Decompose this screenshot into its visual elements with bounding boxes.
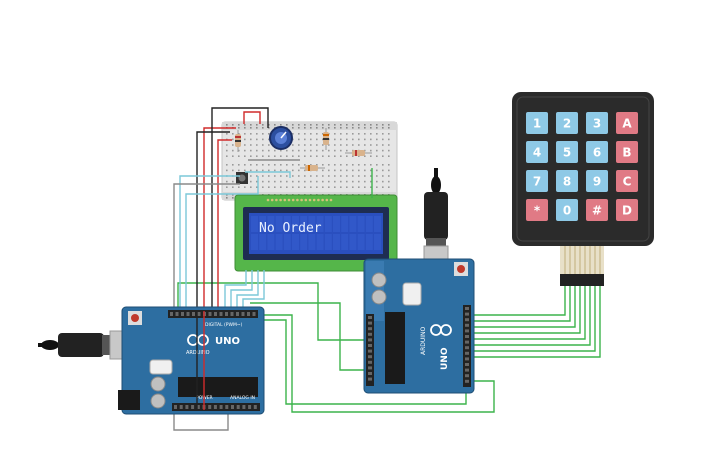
- keypad-keys: 1 2 3 A 4 5 6 B 7 8 9 C * 0 # D: [526, 112, 638, 221]
- keypad-key-label: 6: [593, 146, 601, 160]
- wire-green: [470, 286, 571, 322]
- keypad-key-C[interactable]: C: [616, 170, 638, 192]
- arduino-logo-right: [430, 324, 452, 336]
- keypad-key-label: 4: [533, 146, 541, 160]
- lcd-character-grid: [251, 216, 381, 250]
- resistor: [323, 128, 329, 150]
- wire-black: [211, 107, 269, 311]
- board-model-label-right: UNO: [440, 347, 450, 370]
- lcd-module: No Order: [234, 194, 398, 272]
- wire-red: [217, 139, 232, 311]
- keypad-key-9[interactable]: 9: [586, 170, 608, 192]
- wire-green: [470, 286, 576, 328]
- keypad-key-label: 8: [563, 175, 571, 189]
- keypad-key-label: 3: [593, 117, 601, 131]
- wire-cyan: [245, 171, 291, 178]
- keypad-key-6[interactable]: 6: [586, 141, 608, 163]
- arduino-uno-left: UNO ARDUINO DIGITAL (PWM~) POWER ANALOG …: [38, 306, 265, 415]
- keypad-key-label: 9: [593, 175, 601, 189]
- keypad-key-label: 0: [563, 204, 571, 218]
- wires: [173, 107, 601, 431]
- keypad-key-4[interactable]: 4: [526, 141, 548, 163]
- keypad-ribbon-cable: [560, 246, 604, 286]
- board-brand-label-right: ARDUINO: [420, 326, 427, 355]
- keypad-key-8[interactable]: 8: [556, 170, 578, 192]
- wire-cyan: [242, 270, 265, 311]
- wire-green: [470, 286, 591, 346]
- keypad-key-label: 7: [533, 175, 541, 189]
- pushbutton: [236, 172, 248, 184]
- keypad-key-1[interactable]: 1: [526, 112, 548, 134]
- wire-cyan: [185, 176, 259, 311]
- keypad-key-7[interactable]: 7: [526, 170, 548, 192]
- keypad-key-label: A: [622, 117, 632, 131]
- keypad-key-label: *: [534, 204, 541, 218]
- keypad-key-B[interactable]: B: [616, 141, 638, 163]
- usb-cable-right: [423, 168, 449, 275]
- keypad-key-label: 1: [533, 117, 541, 131]
- wire-cyan: [236, 270, 259, 311]
- wire-green: [470, 286, 596, 352]
- resistor: [300, 165, 325, 171]
- keypad-key-label: #: [592, 204, 602, 218]
- keypad-key-label: B: [622, 146, 631, 160]
- potentiometer: [269, 126, 293, 150]
- wire-green: [470, 286, 586, 340]
- header-label-analog: ANALOG IN: [230, 395, 255, 401]
- wire-cyan: [230, 270, 253, 311]
- wire-green: [470, 286, 601, 358]
- keypad-key-label: C: [623, 175, 632, 189]
- keypad-key-label: D: [622, 204, 632, 218]
- keypad-key-*[interactable]: *: [526, 199, 548, 221]
- wire-green: [470, 286, 566, 316]
- board-brand-label-left: ARDUINO: [186, 350, 210, 356]
- arduino-logo-left: [187, 334, 209, 346]
- wire-green: [177, 282, 365, 341]
- keypad-key-3[interactable]: 3: [586, 112, 608, 134]
- keypad-key-A[interactable]: A: [616, 112, 638, 134]
- wire-cyan: [224, 270, 247, 311]
- keypad-key-2[interactable]: 2: [556, 112, 578, 134]
- wire-green: [262, 314, 495, 413]
- wire-green: [255, 319, 467, 405]
- wire-red: [243, 111, 261, 124]
- keypad-key-5[interactable]: 5: [556, 141, 578, 163]
- keypad-key-D[interactable]: D: [616, 199, 638, 221]
- wire-cyan: [179, 175, 240, 311]
- wire-green: [250, 302, 365, 371]
- wire-green: [470, 286, 581, 334]
- board-model-label-left: UNO: [215, 336, 240, 347]
- keypad-key-0[interactable]: 0: [556, 199, 578, 221]
- wire-gray: [173, 183, 240, 311]
- lcd-display-text: No Order: [259, 221, 322, 236]
- keypad-key-label: 2: [563, 117, 571, 131]
- keypad-4x4: 1 2 3 A 4 5 6 B 7 8 9 C * 0 # D: [512, 92, 654, 286]
- keypad-key-label: 5: [563, 146, 571, 160]
- header-label-digital: DIGITAL (PWM~): [205, 322, 243, 328]
- arduino-uno-right: UNO ARDUINO: [363, 168, 475, 394]
- lcd-pin-header: [266, 198, 333, 202]
- wire-gray: [173, 410, 229, 431]
- breadboard: [221, 121, 398, 201]
- keypad-key-#[interactable]: #: [586, 199, 608, 221]
- resistor: [235, 130, 241, 152]
- wires-overlay: [196, 311, 205, 410]
- resistor: [345, 150, 372, 156]
